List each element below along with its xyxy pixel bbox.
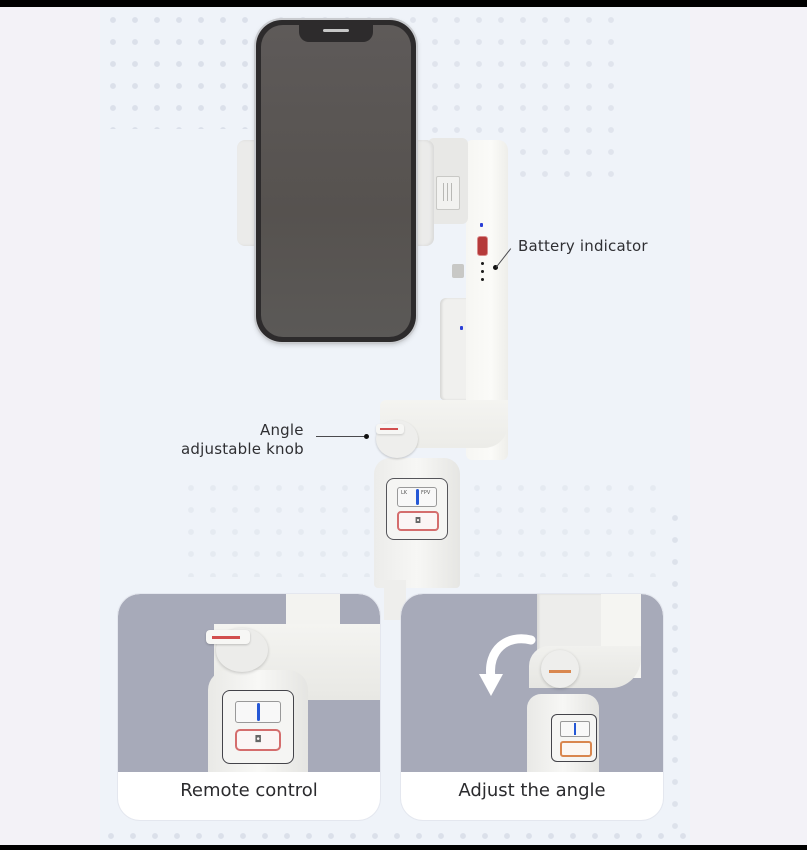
knob-callout-dot	[364, 434, 369, 439]
led-indicator	[460, 326, 463, 330]
knob-label-line2: adjustable knob	[181, 440, 304, 458]
usb-port	[477, 236, 488, 256]
phone-screen	[261, 25, 411, 337]
shutter-button: ◘	[235, 729, 281, 751]
remote-control-panel	[551, 714, 597, 762]
knob-label-line1: Angle	[260, 421, 304, 439]
dot-pattern-bottom	[100, 825, 690, 845]
mode-switch	[235, 701, 281, 723]
shutter-button	[560, 741, 592, 757]
knob-callout-line	[316, 436, 366, 437]
remote-control-panel: ◘	[222, 690, 294, 764]
card-caption: Adjust the angle	[458, 780, 606, 801]
battery-led-2	[481, 270, 484, 273]
clamp-pin	[452, 264, 464, 278]
mode-switch-indicator	[257, 703, 260, 721]
battery-callout-dot	[493, 265, 498, 270]
extension-slider	[436, 176, 460, 210]
angle-knob-lever	[206, 630, 250, 644]
gimbal-illustration: LK FPV ◘ Battery indicator Angle adjusta…	[0, 7, 807, 620]
mode-label-right: FPV	[421, 490, 431, 496]
dot-pattern-top-left	[102, 9, 252, 129]
remote-control-photo: ◘	[118, 594, 380, 772]
battery-led-1	[481, 262, 484, 265]
feature-card-remote-control: ◘ Remote control	[118, 594, 380, 820]
phone-speaker	[323, 29, 349, 32]
mode-switch: LK FPV	[397, 487, 437, 507]
feature-card-adjust-angle: Adjust the angle	[401, 594, 663, 820]
battery-indicator-label: Battery indicator	[518, 237, 648, 255]
angle-knob	[541, 650, 579, 688]
dot-pattern-right-edge	[664, 507, 690, 837]
product-image: LK FPV ◘ Battery indicator Angle adjusta…	[0, 7, 807, 845]
camera-icon: ◘	[254, 735, 262, 745]
mode-switch	[560, 721, 590, 737]
card-caption: Remote control	[180, 780, 318, 801]
battery-led-3	[481, 278, 484, 281]
led-indicator-top	[480, 223, 483, 227]
remote-control-panel: LK FPV ◘	[386, 478, 448, 540]
mode-switch-indicator	[416, 489, 419, 505]
gimbal-side-block	[440, 298, 466, 400]
camera-icon: ◘	[414, 516, 422, 525]
rotate-arrow-icon	[479, 634, 536, 696]
phone-notch	[299, 25, 373, 42]
mode-switch-indicator	[574, 723, 576, 735]
tripod-leg	[384, 580, 406, 620]
mode-label-left: LK	[401, 490, 408, 496]
angle-knob-lever	[376, 424, 404, 434]
adjust-angle-photo	[401, 594, 663, 772]
smartphone	[256, 20, 416, 342]
shutter-button: ◘	[397, 511, 439, 531]
